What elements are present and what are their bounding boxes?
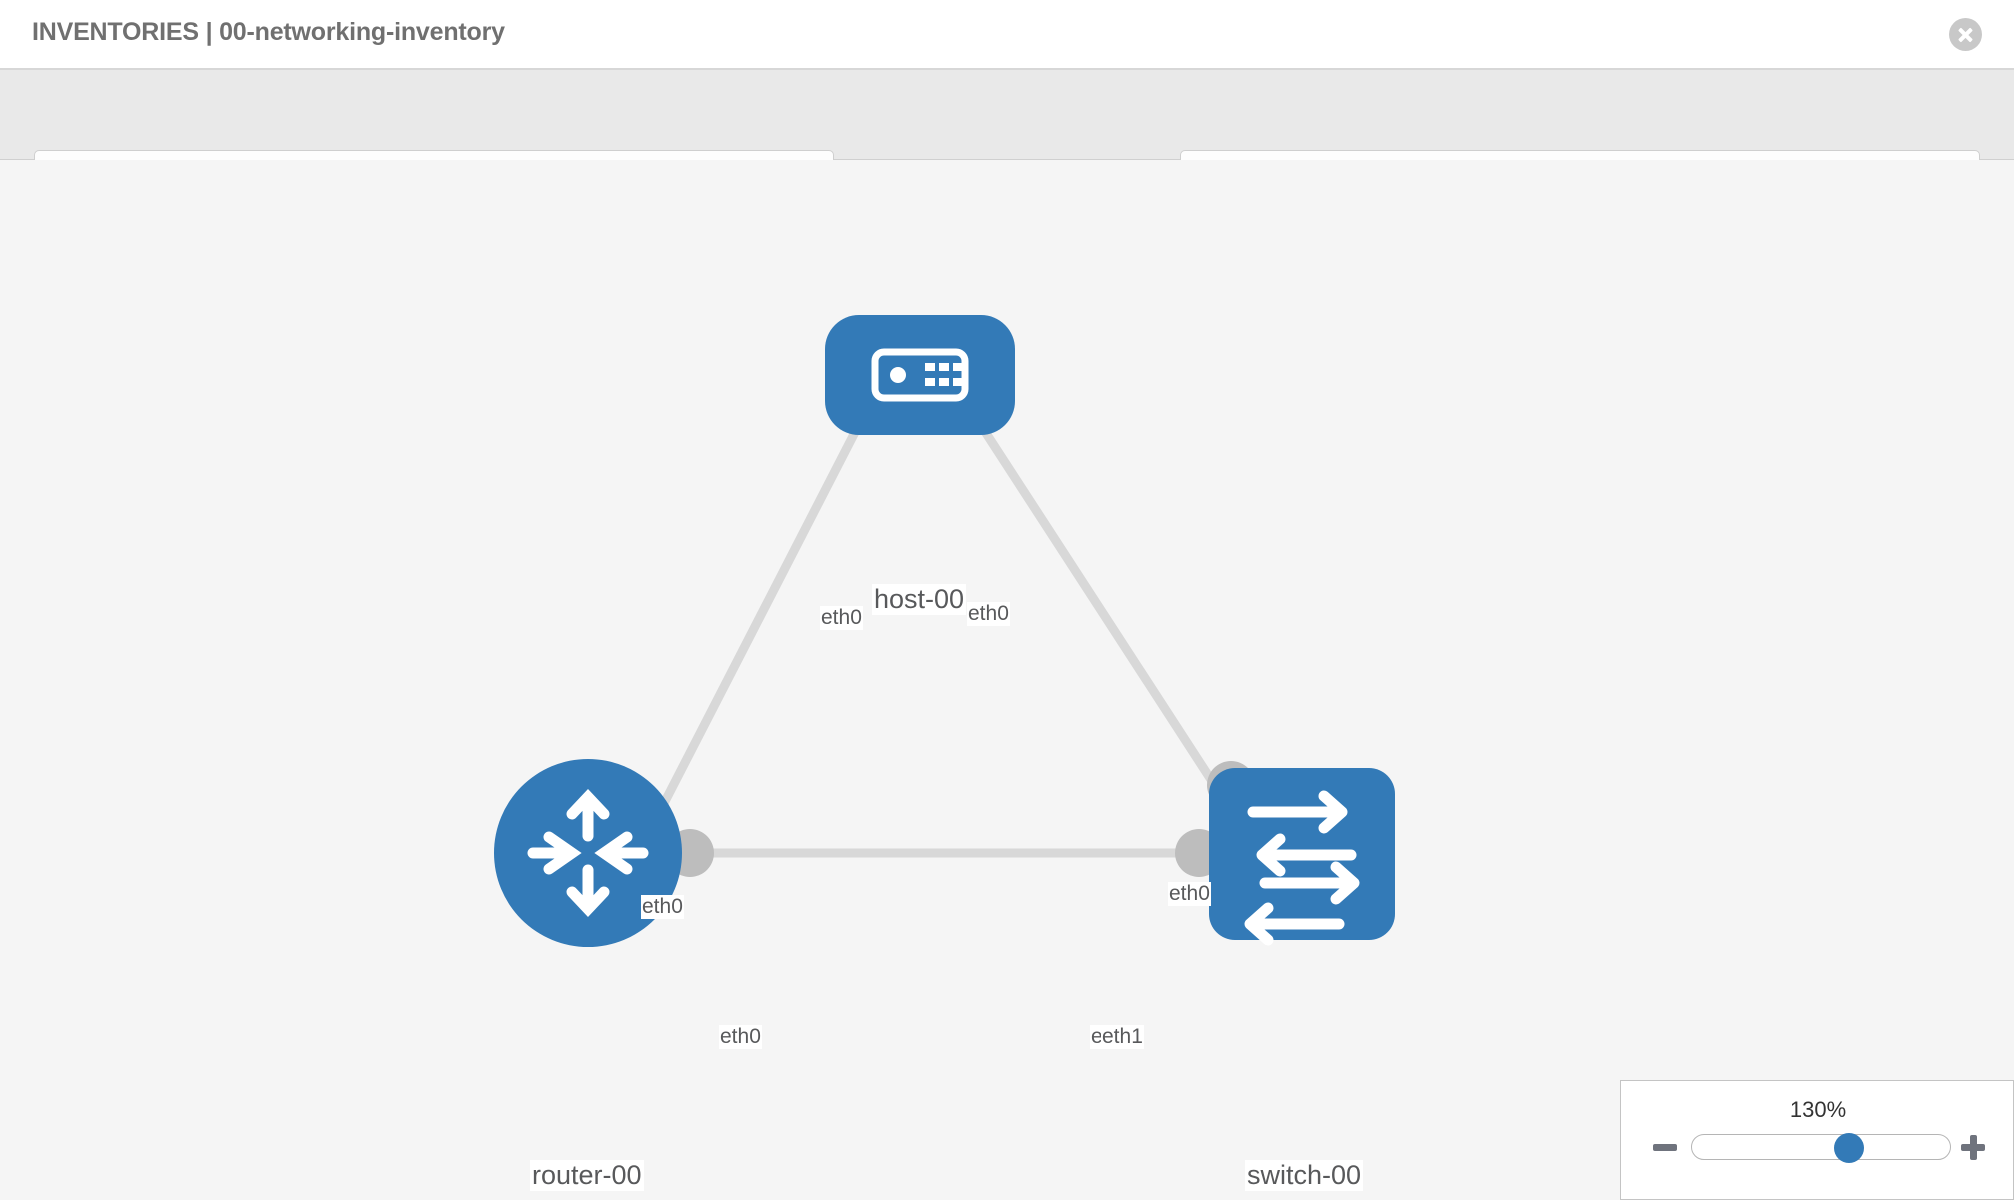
- minus-icon[interactable]: [1649, 1131, 1681, 1163]
- iface-label-switch-left-eth1: eth1: [1101, 1025, 1144, 1049]
- zoom-level-label: 130%: [1789, 1097, 1847, 1122]
- zoom-slider-thumb[interactable]: [1834, 1133, 1864, 1163]
- window-header: INVENTORIES | 00-networking-inventory: [0, 0, 2014, 70]
- node-host-00: [825, 315, 1015, 435]
- node-label-router-00: router-00: [530, 1160, 644, 1191]
- plus-icon[interactable]: [1957, 1131, 1989, 1163]
- node-label-switch-00: switch-00: [1245, 1160, 1364, 1191]
- zoom-control-panel: 130%: [1620, 1080, 2014, 1200]
- zoom-slider[interactable]: [1691, 1133, 1951, 1163]
- server-icon: [871, 348, 969, 402]
- topology-canvas[interactable]: host-00 router-00 switch-00 eth0 eth0 et…: [0, 160, 2014, 1200]
- topology-links: [635, 367, 1249, 858]
- page-title: INVENTORIES | 00-networking-inventory: [32, 18, 505, 46]
- link-host-switch: [941, 367, 1249, 835]
- close-icon[interactable]: [1949, 18, 1982, 51]
- iface-label-host-left: eth0: [820, 606, 863, 630]
- iface-label-router-up: eth0: [641, 895, 684, 919]
- router-arrows-icon: [527, 788, 649, 918]
- toolbar: ACTIONS SEARCH: [0, 70, 2014, 202]
- switch-arrows-icon: [1244, 790, 1360, 946]
- node-label-host-00: host-00: [872, 584, 967, 615]
- iface-label-router-right: eth0: [719, 1025, 762, 1049]
- node-router-00: [494, 759, 682, 947]
- node-switch-00: [1209, 768, 1395, 946]
- link-host-router: [635, 367, 892, 853]
- topology-graph: [494, 315, 1395, 947]
- iface-label-host-right: eth0: [967, 602, 1010, 626]
- iface-label-switch-up: eth0: [1168, 882, 1211, 906]
